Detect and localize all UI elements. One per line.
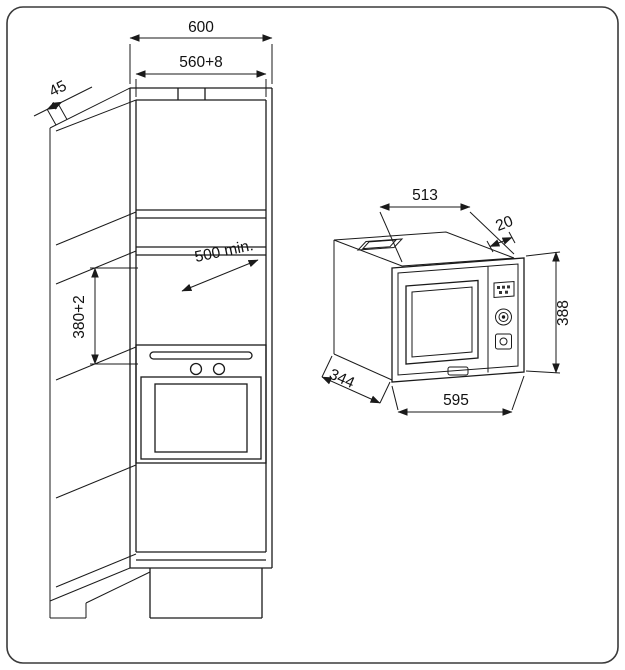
oven-door-window <box>154 383 248 453</box>
cabinet-drawing: 600 560+8 45 500 min. 380+2 <box>33 19 273 619</box>
oven-knob-right <box>212 362 226 376</box>
oven-knob-left <box>189 362 203 376</box>
dimension-front-width: 595 <box>391 375 525 416</box>
microwave-dial <box>495 308 512 326</box>
microwave-front-frame <box>391 257 525 383</box>
cabinet-side-outline <box>49 87 151 619</box>
dim-label-height: 388 <box>555 300 572 326</box>
dimension-niche-height: 380+2 <box>71 267 138 365</box>
microwave-drawing: 513 20 388 344 595 <box>321 187 572 416</box>
oven-door <box>140 376 262 460</box>
microwave-vent <box>356 238 404 251</box>
oven-front <box>135 344 267 464</box>
dim-label-front-width: 595 <box>443 392 469 409</box>
dim-label-body-width: 513 <box>412 187 438 204</box>
dim-label-total-width: 600 <box>188 19 214 36</box>
dim-label-top-clearance: 20 <box>493 213 516 235</box>
microwave-door-window <box>405 279 479 365</box>
microwave-body <box>333 231 515 381</box>
dimension-front-edge: 45 <box>33 78 93 126</box>
dim-label-depth: 344 <box>327 366 358 392</box>
diagram-border <box>6 6 619 664</box>
dim-label-niche-depth: 500 min. <box>193 237 255 266</box>
cabinet-front-outline <box>129 87 273 619</box>
dim-label-niche-height: 380+2 <box>71 295 88 339</box>
microwave-vent-inner <box>361 239 398 250</box>
dimension-body-width: 513 <box>379 187 515 263</box>
dim-label-niche-width: 560+8 <box>179 54 223 71</box>
microwave-button <box>495 333 512 350</box>
dim-label-front-edge: 45 <box>46 78 69 101</box>
dimension-depth: 344 <box>321 355 391 404</box>
microwave-top-face <box>333 231 515 267</box>
oven-handle <box>149 351 253 360</box>
dimension-niche-width: 560+8 <box>135 54 267 97</box>
brand-badge <box>447 366 469 376</box>
microwave-display <box>493 280 515 299</box>
dimension-top-clearance: 20 <box>486 213 516 253</box>
dimension-niche-depth: 500 min. <box>181 237 259 292</box>
dimension-total-width: 600 <box>129 19 273 84</box>
dimension-height: 388 <box>525 251 572 374</box>
microwave-control-panel <box>447 266 515 376</box>
